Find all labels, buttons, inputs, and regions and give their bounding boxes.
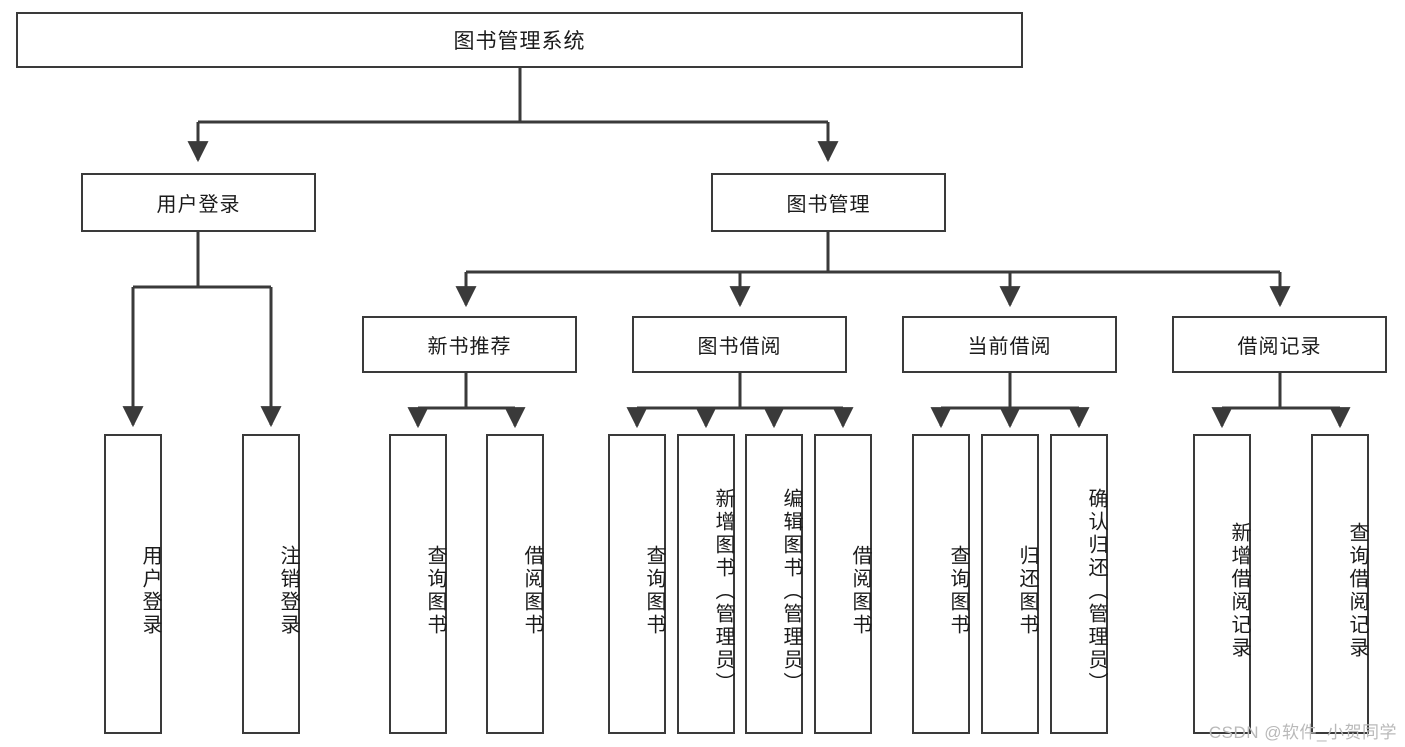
node-root-label: 图书管理系统 [453,30,586,53]
node-leaf-edit-book-label: 编辑图书（管理员） [780,487,802,695]
node-leaf-user-login-label: 用户登录 [139,545,161,637]
node-leaf-borrow-book-2-label: 借阅图书 [849,545,871,637]
node-leaf-query-record-label: 查询借阅记录 [1346,522,1368,660]
node-leaf-user-login[interactable]: 用户登录 [104,434,162,734]
node-leaf-query-book-2[interactable]: 查询图书 [608,434,666,734]
node-root[interactable]: 图书管理系统 [16,12,1023,68]
node-book-manage[interactable]: 图书管理 [711,173,946,232]
node-leaf-logout[interactable]: 注销登录 [242,434,300,734]
node-user-login-label: 用户登录 [156,194,241,216]
node-leaf-borrow-book-1-label: 借阅图书 [521,545,543,637]
node-leaf-confirm-return[interactable]: 确认归还（管理员） [1050,434,1108,734]
node-leaf-query-book-3-label: 查询图书 [947,545,969,637]
node-leaf-borrow-book-2[interactable]: 借阅图书 [814,434,872,734]
node-current-borrow[interactable]: 当前借阅 [902,316,1117,373]
node-leaf-borrow-book-1[interactable]: 借阅图书 [486,434,544,734]
node-leaf-query-book-1-label: 查询图书 [424,545,446,637]
node-book-manage-label: 图书管理 [786,194,871,216]
node-leaf-add-book[interactable]: 新增图书（管理员） [677,434,735,734]
node-leaf-confirm-return-label: 确认归还（管理员） [1085,487,1107,695]
node-leaf-add-record[interactable]: 新增借阅记录 [1193,434,1251,734]
node-leaf-query-record[interactable]: 查询借阅记录 [1311,434,1369,734]
node-leaf-return-book[interactable]: 归还图书 [981,434,1039,734]
node-new-book-rec[interactable]: 新书推荐 [362,316,577,373]
node-leaf-query-book-2-label: 查询图书 [643,545,665,637]
node-borrow-record[interactable]: 借阅记录 [1172,316,1387,373]
node-leaf-query-book-1[interactable]: 查询图书 [389,434,447,734]
node-leaf-add-record-label: 新增借阅记录 [1228,522,1250,660]
node-leaf-return-book-label: 归还图书 [1016,545,1038,637]
node-leaf-query-book-3[interactable]: 查询图书 [912,434,970,734]
node-current-borrow-label: 当前借阅 [967,336,1052,358]
node-leaf-add-book-label: 新增图书（管理员） [712,487,734,695]
node-leaf-logout-label: 注销登录 [277,545,299,637]
node-book-borrow[interactable]: 图书借阅 [632,316,847,373]
node-leaf-edit-book[interactable]: 编辑图书（管理员） [745,434,803,734]
node-user-login[interactable]: 用户登录 [81,173,316,232]
node-book-borrow-label: 图书借阅 [697,336,782,358]
node-borrow-record-label: 借阅记录 [1237,336,1322,358]
node-new-book-rec-label: 新书推荐 [427,336,512,358]
